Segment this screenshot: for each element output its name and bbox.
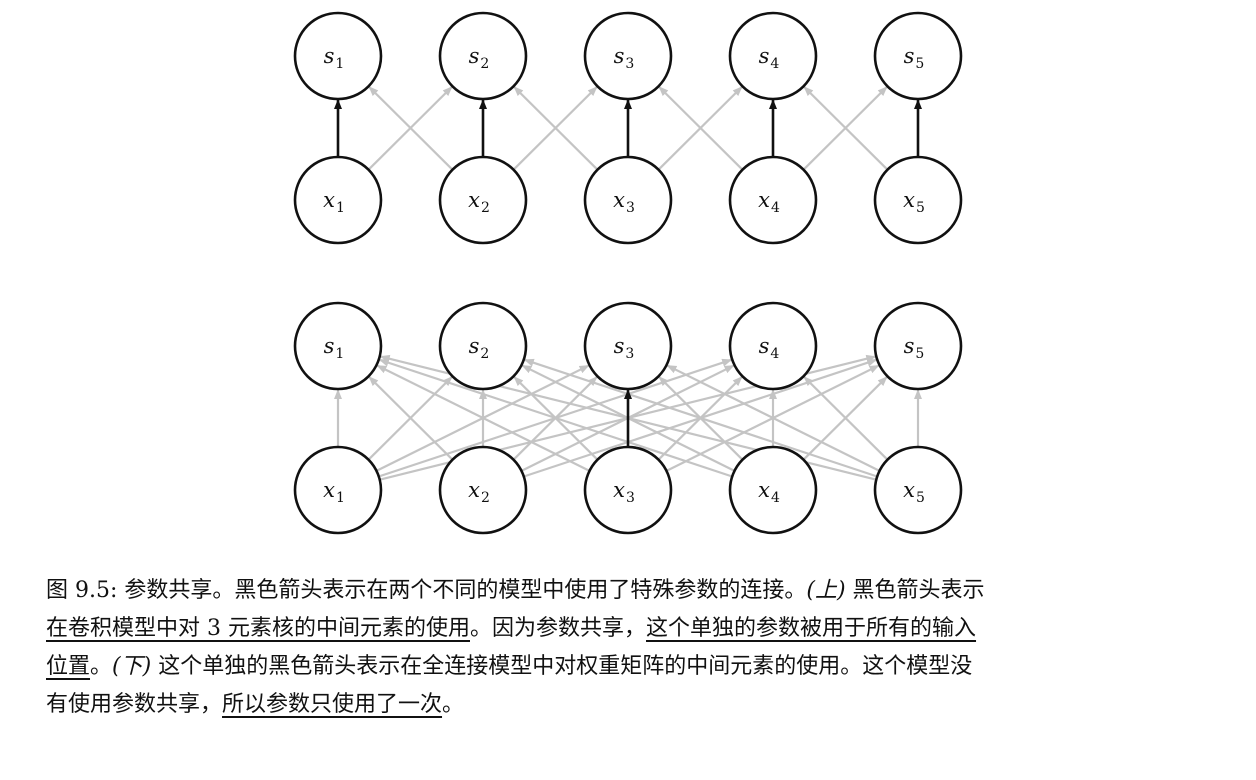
figure-caption: 图 9.5: 参数共享。黑色箭头表示在两个不同的模型中使用了特殊参数的连接。(上… (46, 572, 1216, 724)
node-circle (293, 155, 383, 245)
input-node-x2: x2 (438, 445, 528, 535)
input-node-x3: x3 (583, 445, 673, 535)
node-circle (583, 11, 673, 101)
input-node-x3: x3 (583, 155, 673, 245)
gray-edge-x3-to-s2 (513, 86, 599, 171)
caption-underlined-text: 所以参数只使用了一次 (222, 692, 443, 717)
caption-line: 在卷积模型中对 3 元素核的中间元素的使用。因为参数共享，这个单独的参数被用于所… (46, 610, 1216, 648)
conv-model-diagram: s1 s2 s3 s4 s5 x1 x2 x3 x4 x5 (293, 11, 963, 245)
node-circle (583, 155, 673, 245)
caption-text: 。 (442, 692, 465, 717)
gray-edge-x5-to-s3 (666, 364, 880, 472)
caption-text: 有使用参数共享， (46, 692, 223, 717)
node-circle (873, 301, 963, 391)
caption-text: 。因为参数共享， (470, 616, 647, 641)
node-circle (293, 11, 383, 101)
node-circle (728, 11, 818, 101)
node-circle (438, 445, 528, 535)
node-circle (873, 11, 963, 101)
caption-line: 有使用参数共享，所以参数只使用了一次。 (46, 686, 1216, 724)
gray-edge-x2-to-s1 (368, 376, 454, 461)
output-node-s5: s5 (873, 11, 963, 101)
caption-underlined-text: 在卷积模型中对 3 元素核的中间元素的使用 (46, 616, 470, 641)
gray-edge-x2-to-s1 (368, 86, 454, 171)
caption-line: 图 9.5: 参数共享。黑色箭头表示在两个不同的模型中使用了特殊参数的连接。(上… (46, 572, 1216, 610)
input-node-x1: x1 (293, 445, 383, 535)
node-circle (438, 301, 528, 391)
output-node-s2: s2 (438, 301, 528, 391)
node-circle (438, 155, 528, 245)
input-node-x1: x1 (293, 155, 383, 245)
caption-underlined-text: 位置 (46, 654, 91, 679)
node-circle (293, 445, 383, 535)
input-node-x4: x4 (728, 445, 818, 535)
node-circle (583, 301, 673, 391)
gray-edge-x5-to-s2 (523, 358, 878, 478)
fully-connected-model-diagram: s1 s2 s3 s4 s5 x1 x2 x3 x4 x5 (293, 301, 963, 535)
output-node-s5: s5 (873, 301, 963, 391)
caption-underlined-text: 这个单独的参数被用于所有的输入 (646, 616, 977, 641)
input-node-x5: x5 (873, 445, 963, 535)
node-circle (728, 155, 818, 245)
gray-edge-x3-to-s1 (376, 364, 590, 472)
caption-label-top: (上) (806, 578, 846, 603)
input-node-x2: x2 (438, 155, 528, 245)
input-node-x5: x5 (873, 155, 963, 245)
caption-text: 黑色箭头表示 (845, 578, 985, 603)
gray-edge-x4-to-s1 (378, 358, 733, 478)
output-node-s1: s1 (293, 11, 383, 101)
output-node-s3: s3 (583, 301, 673, 391)
node-circle (873, 155, 963, 245)
output-node-s2: s2 (438, 11, 528, 101)
node-circle (438, 11, 528, 101)
output-node-s4: s4 (728, 301, 818, 391)
caption-text: 这个单独的黑色箭头表示在全连接模型中对权重矩阵的中间元素的使用。这个模型没 (151, 654, 973, 679)
output-node-s1: s1 (293, 301, 383, 391)
node-circle (293, 301, 383, 391)
input-node-x4: x4 (728, 155, 818, 245)
gray-edge-x4-to-s3 (658, 86, 744, 171)
output-node-s3: s3 (583, 11, 673, 101)
output-node-s4: s4 (728, 11, 818, 101)
node-circle (728, 301, 818, 391)
node-circle (873, 445, 963, 535)
caption-text: 。 (90, 654, 113, 679)
caption-label-bottom: (下) (112, 654, 152, 679)
node-circle (583, 445, 673, 535)
caption-text: 图 9.5: 参数共享。黑色箭头表示在两个不同的模型中使用了特殊参数的连接。 (46, 578, 807, 603)
node-circle (728, 445, 818, 535)
gray-edge-x5-to-s4 (803, 376, 889, 461)
parameter-sharing-diagram: s1 s2 s3 s4 s5 x1 x2 x3 x4 x5 s1 s2 s3 s4 s5 x1 x2 x3 x4 x… (293, 11, 963, 535)
caption-line: 位置。(下) 这个单独的黑色箭头表示在全连接模型中对权重矩阵的中间元素的使用。这… (46, 648, 1216, 686)
gray-edge-x5-to-s4 (803, 86, 889, 171)
